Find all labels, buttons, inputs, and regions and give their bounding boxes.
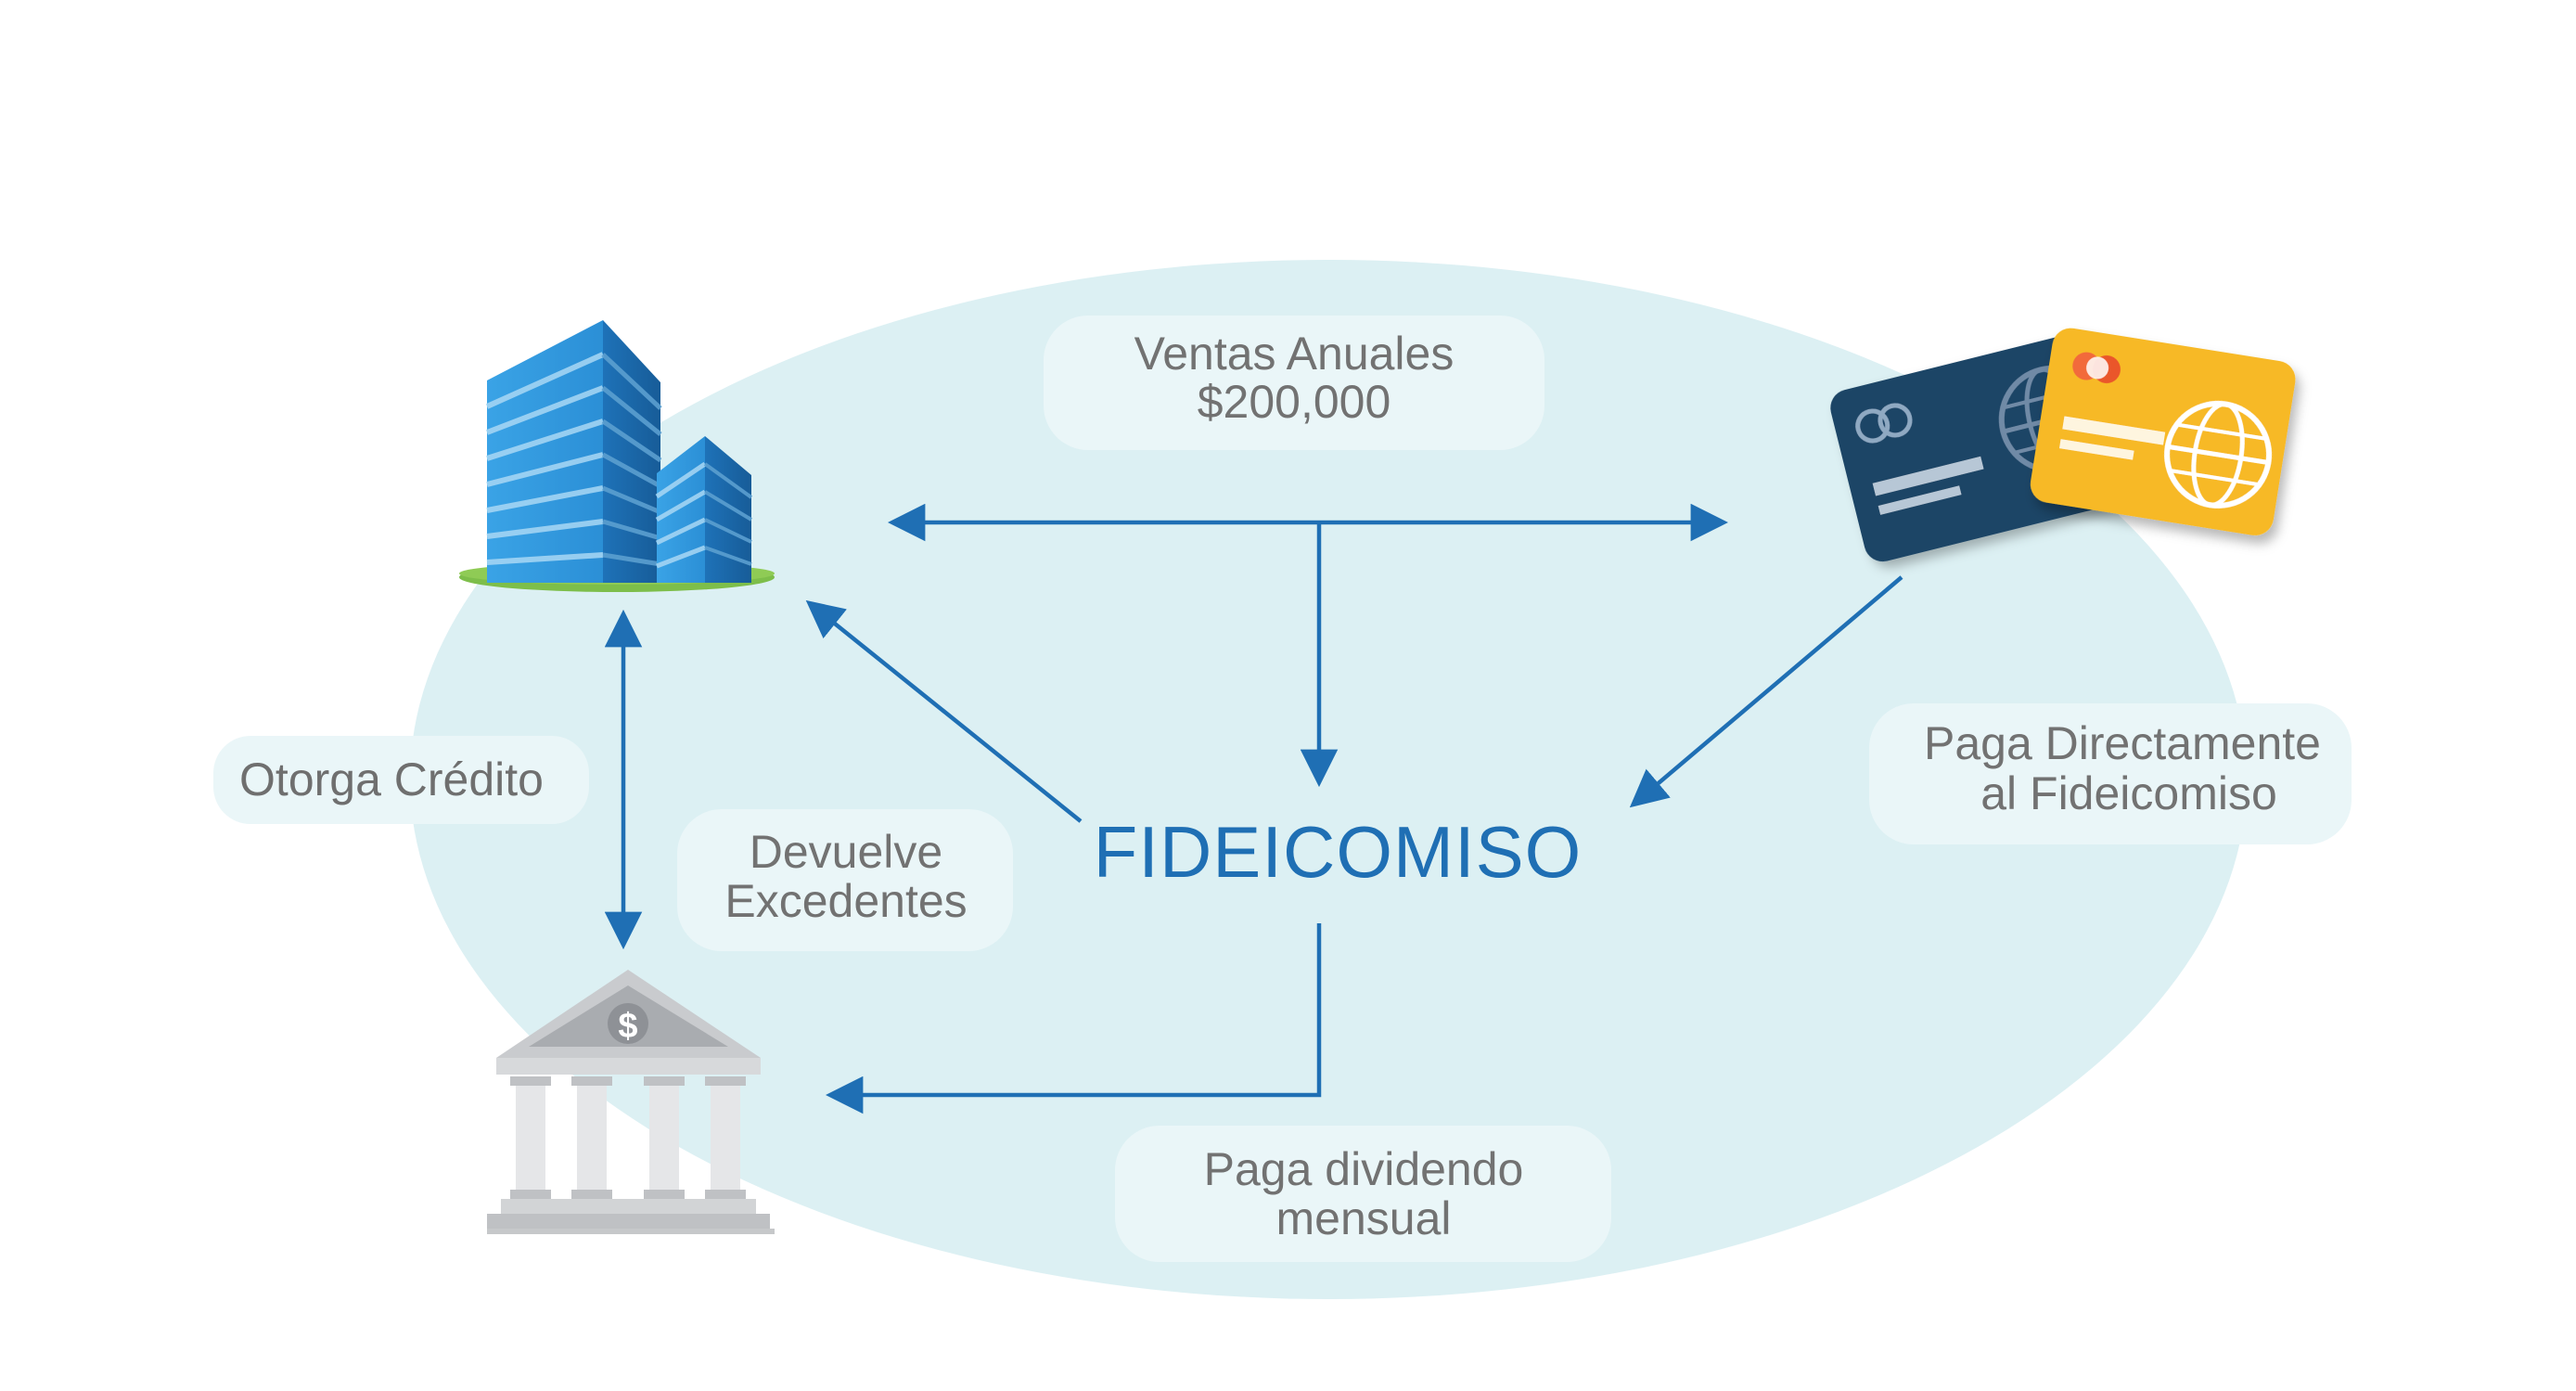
label-al-fideicomiso: al Fideicomiso	[1980, 767, 2277, 819]
label-otorga-credito: Otorga Crédito	[239, 753, 544, 805]
office-buildings-icon	[459, 320, 775, 592]
fideicomiso-label: FIDEICOMISO	[1094, 811, 1583, 893]
flow-arrows	[604, 503, 1903, 1114]
arrow-cards-to-fideicomiso	[1629, 575, 1903, 808]
credit-cards-icon	[1830, 328, 2296, 562]
label-ventas-amount: $200,000	[1198, 376, 1391, 428]
label-paga-dividendo: Paga dividendo	[1204, 1143, 1524, 1195]
label-excedentes: Excedentes	[724, 875, 967, 927]
arrow-fideicomiso-to-company	[805, 599, 1083, 823]
label-ventas: Ventas Anuales	[1134, 328, 1455, 380]
dollar-symbol: $	[618, 1007, 637, 1046]
pill-devuelve-excedentes	[677, 809, 1013, 951]
pill-paga-directamente	[1869, 703, 2352, 844]
label-devuelve: Devuelve	[750, 826, 942, 878]
arrow-fideicomiso-to-bank	[825, 923, 1322, 1114]
pill-otorga-credito	[213, 736, 589, 824]
bank-icon: $	[487, 970, 775, 1234]
pill-ventas	[1044, 316, 1544, 450]
pill-paga-dividendo	[1115, 1126, 1611, 1262]
label-mensual: mensual	[1276, 1192, 1452, 1244]
label-paga-directamente: Paga Directamente	[1924, 717, 2321, 769]
